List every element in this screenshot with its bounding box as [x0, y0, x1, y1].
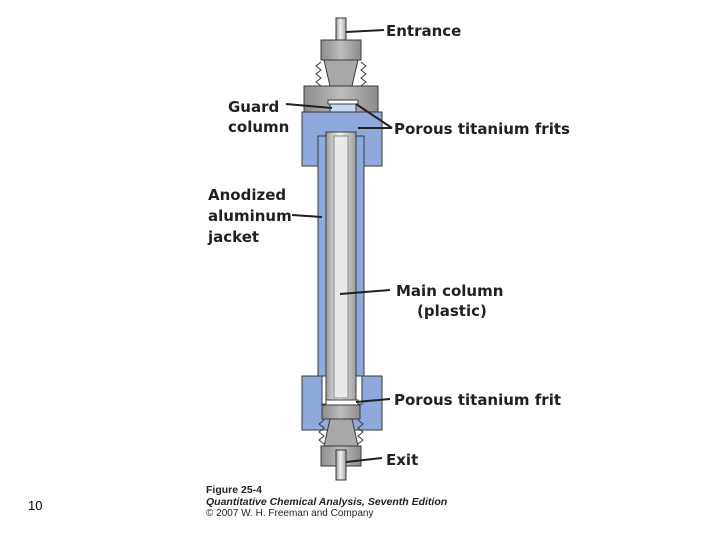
figure-number: Figure 25-4: [206, 484, 263, 496]
main-column-label-line2: (plastic): [417, 302, 487, 320]
entrance-label: Entrance: [386, 22, 461, 40]
slide-number: 10: [28, 498, 43, 513]
entrance-leader: [345, 29, 385, 33]
frits-leader-upper: [355, 103, 393, 129]
top-ferrule: [323, 59, 359, 87]
jacket-left-wall: [317, 135, 327, 377]
main-column-leader: [339, 289, 391, 295]
jacket-right-wall: [355, 135, 365, 377]
exit-tube: [335, 449, 347, 481]
exit-leader: [345, 457, 383, 463]
main-column-bore: [333, 135, 349, 399]
figure-source-title: Quantitative Chemical Analysis, Seventh …: [206, 496, 448, 508]
jacket-label-line1: Anodized: [208, 186, 286, 204]
jacket-label-line3: jacket: [207, 228, 259, 246]
jacket-leader: [291, 214, 323, 218]
guard-column-label-line2: column: [228, 118, 289, 136]
bottom-frit: [325, 399, 359, 406]
porous-frit-label: Porous titanium frit: [394, 391, 561, 409]
guard-column-label-line1: Guard: [228, 98, 279, 116]
figure-copyright: © 2007 W. H. Freeman and Company: [206, 508, 374, 519]
bottom-thread: [318, 419, 364, 445]
frit-leader: [355, 398, 391, 403]
jacket-label-line2: aluminum: [208, 207, 292, 225]
top-thread: [315, 61, 367, 87]
exit-label: Exit: [386, 451, 418, 469]
top-nut: [320, 39, 362, 61]
main-column-label-line1: Main column: [396, 282, 503, 300]
bottom-ferrule: [323, 418, 359, 447]
bottom-end-fitting: [321, 404, 361, 420]
porous-frits-label: Porous titanium frits: [394, 120, 570, 138]
guard-top-frit: [327, 99, 359, 105]
guard-leader: [285, 103, 333, 109]
